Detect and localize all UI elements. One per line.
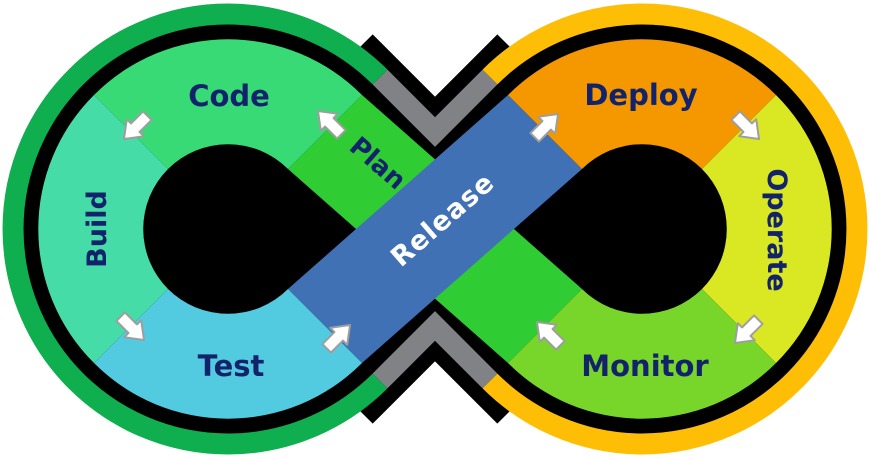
- label-build: Build: [82, 190, 113, 268]
- segment-test: [94, 289, 362, 419]
- segment-operate: [702, 95, 832, 363]
- arrow-release-to-deploy-icon: [529, 112, 560, 143]
- outer-ring-left: [2, 3, 388, 455]
- segment-release-band: [288, 95, 582, 363]
- arrow-operate-to-monitor-icon: [733, 314, 764, 345]
- label-test: Test: [198, 349, 265, 383]
- crossover-band-bottom-icon: [372, 311, 498, 389]
- label-deploy: Deploy: [584, 78, 697, 112]
- segment-deploy: [508, 39, 776, 169]
- outer-ring-right: [482, 3, 868, 455]
- arrow-deploy-to-operate-icon: [730, 110, 761, 141]
- arrow-code-to-build-icon: [122, 110, 153, 141]
- label-code: Code: [188, 79, 270, 113]
- segment-monitor: [508, 289, 776, 419]
- arrow-monitor-to-plan-icon: [535, 320, 566, 351]
- segment-code: [94, 39, 362, 169]
- segment-build: [38, 95, 169, 363]
- arrow-test-to-release-icon: [321, 323, 352, 354]
- arrow-build-to-test-icon: [115, 311, 146, 342]
- flow-arrows: [115, 109, 764, 354]
- label-operate: Operate: [761, 168, 792, 291]
- crossover-band-top-icon: [372, 69, 498, 147]
- arrow-plan-to-code-icon: [316, 109, 347, 140]
- label-monitor: Monitor: [581, 349, 709, 383]
